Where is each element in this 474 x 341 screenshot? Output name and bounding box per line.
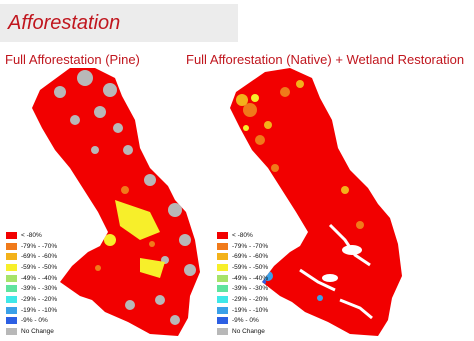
legend-swatch — [217, 285, 228, 293]
legend-swatch — [217, 263, 228, 271]
legend-item: -29% - -20% — [217, 294, 268, 305]
legend-swatch — [6, 263, 17, 271]
legend-right: < -80% -79% - -70% -69% - -60% -59% - -50% -… — [217, 230, 268, 337]
legend-label: -49% - -40% — [232, 274, 269, 282]
map-native-amber — [236, 80, 349, 194]
legend-label: < -80% — [232, 231, 253, 239]
legend-swatch — [6, 274, 17, 282]
legend-item: -79% - -70% — [217, 241, 268, 252]
legend-swatch — [6, 242, 17, 250]
legend-swatch — [217, 253, 228, 261]
slide-title-bar: Afforestation — [0, 4, 238, 42]
legend-label: -79% - -70% — [232, 242, 269, 250]
legend-label: -9% - 0% — [21, 317, 48, 325]
map-native-yellow — [243, 94, 259, 131]
legend-swatch — [217, 231, 228, 239]
legend-item: < -80% — [6, 230, 57, 241]
legend-item: -9% - 0% — [217, 316, 268, 327]
legend-item: -19% - -10% — [6, 305, 57, 316]
panel-title-native-wetland: Full Afforestation (Native) + Wetland Re… — [186, 52, 465, 67]
legend-swatch — [217, 328, 228, 336]
legend-item: -9% - 0% — [6, 316, 57, 327]
legend-label: -29% - -20% — [21, 295, 58, 303]
legend-swatch — [6, 285, 17, 293]
legend-swatch — [6, 328, 17, 336]
legend-label: -29% - -20% — [232, 295, 269, 303]
legend-swatch — [6, 231, 17, 239]
slide-title: Afforestation — [8, 12, 121, 34]
legend-swatch — [6, 306, 17, 314]
map-pine-yellow — [104, 200, 165, 278]
legend-label: -79% - -70% — [21, 242, 58, 250]
map-native-lakes — [322, 245, 362, 282]
legend-item: -79% - -70% — [6, 241, 57, 252]
legend-item: -59% - -50% — [6, 262, 57, 273]
legend-label: -59% - -50% — [21, 263, 58, 271]
legend-label: -69% - -60% — [21, 253, 58, 261]
legend-swatch — [6, 253, 17, 261]
legend-label: -69% - -60% — [232, 253, 269, 261]
legend-swatch — [6, 317, 17, 325]
legend-label: No Change — [21, 328, 54, 336]
legend-item: -69% - -60% — [217, 251, 268, 262]
legend-label: -19% - -10% — [21, 306, 58, 314]
legend-label: -39% - -30% — [21, 285, 58, 293]
legend-label: < -80% — [21, 231, 42, 239]
legend-item: -39% - -30% — [217, 283, 268, 294]
legend-label: -39% - -30% — [232, 285, 269, 293]
legend-left: < -80% -79% - -70% -69% - -60% -59% - -50% -… — [6, 230, 57, 337]
legend-item: -69% - -60% — [6, 251, 57, 262]
legend-label: -59% - -50% — [232, 263, 269, 271]
legend-item: < -80% — [217, 230, 268, 241]
map-pine-orange — [95, 186, 155, 271]
legend-item: No Change — [217, 326, 268, 337]
panel-title-pine: Full Afforestation (Pine) — [5, 52, 140, 67]
legend-swatch — [6, 295, 17, 303]
legend-swatch — [217, 274, 228, 282]
legend-item: -59% - -50% — [217, 262, 268, 273]
legend-item: -19% - -10% — [217, 305, 268, 316]
legend-item: -39% - -30% — [6, 283, 57, 294]
legend-swatch — [217, 242, 228, 250]
legend-item: -49% - -40% — [217, 273, 268, 284]
legend-swatch — [217, 306, 228, 314]
legend-swatch — [217, 295, 228, 303]
legend-label: -19% - -10% — [232, 306, 269, 314]
legend-swatch — [217, 317, 228, 325]
legend-item: -29% - -20% — [6, 294, 57, 305]
legend-label: No Change — [232, 328, 265, 336]
map-native-orange — [243, 87, 364, 229]
legend-label: -9% - 0% — [232, 317, 259, 325]
legend-item: -49% - -40% — [6, 273, 57, 284]
legend-item: No Change — [6, 326, 57, 337]
legend-label: -49% - -40% — [21, 274, 58, 282]
